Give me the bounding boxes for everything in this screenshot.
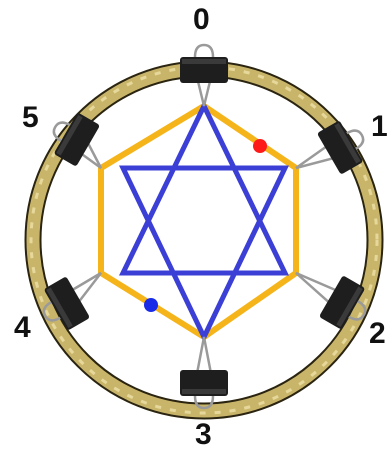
- clip-shine-3: [182, 389, 226, 394]
- clip-label-3: 3: [195, 420, 212, 450]
- binder-clip-icon: [180, 45, 228, 83]
- blue-dot: [144, 298, 158, 312]
- clip-label-4: 4: [14, 313, 31, 343]
- shapes-group: [101, 106, 296, 337]
- clip-shine-0: [182, 59, 226, 64]
- red-dot: [253, 139, 267, 153]
- hexagon: [101, 106, 296, 337]
- clip-label-0: 0: [193, 5, 210, 35]
- clip-loop-0: [195, 45, 213, 57]
- star-triangle-down: [123, 168, 285, 337]
- clip-label-2: 2: [369, 319, 386, 349]
- clip-label-1: 1: [371, 112, 388, 142]
- clip-label-5: 5: [22, 103, 39, 133]
- star-triangle-up: [123, 106, 285, 273]
